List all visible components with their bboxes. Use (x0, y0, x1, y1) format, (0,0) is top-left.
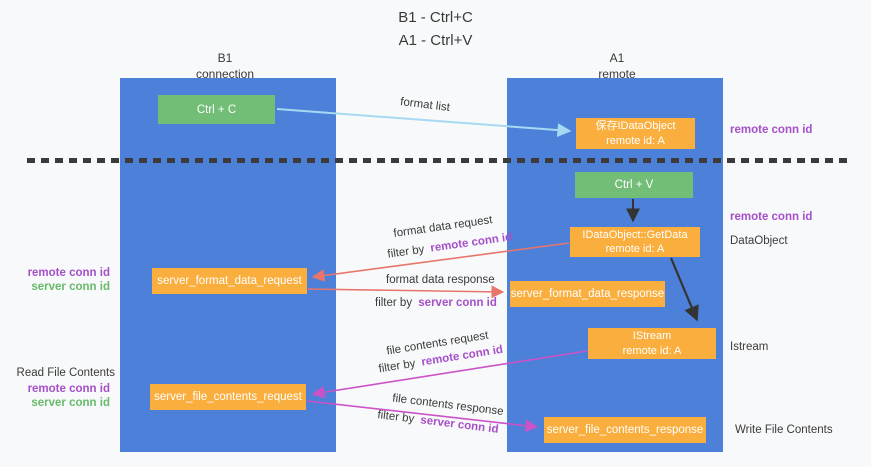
diagram-title: B1 - Ctrl+C A1 - Ctrl+V (0, 7, 871, 52)
lane-a1-role: remote (598, 67, 636, 82)
server-conn-id-text: server conn id (418, 297, 497, 309)
title-line-2: A1 - Ctrl+V (398, 31, 473, 49)
label-format-data-response: format data response (386, 274, 495, 286)
left-label-remote-conn-id-2: remote conn id (27, 383, 110, 395)
node-istream: IStream remote id: A (588, 328, 716, 359)
node-istream-title: IStream (632, 330, 672, 343)
lane-a1-name: A1 (609, 51, 625, 65)
node-save-idataobject-title: 保存IDataObject (595, 120, 676, 133)
node-getdata-remote-id: remote id: A (605, 243, 665, 255)
filter-by-text: filter by (377, 357, 417, 376)
left-label-server-conn-id-2: server conn id (31, 397, 110, 409)
title-line-1: B1 - Ctrl+C (398, 9, 473, 26)
right-label-remote-conn-id-1: remote conn id (730, 124, 813, 136)
remote-conn-id-text: remote conn id (429, 231, 513, 255)
node-getdata-title: IDataObject::GetData (582, 228, 688, 241)
filter-by-text: filter by (386, 243, 426, 261)
lane-b1-name: B1 (217, 51, 233, 65)
node-save-idataobject: 保存IDataObject remote id: A (576, 118, 695, 149)
dashed-separator-line (27, 158, 848, 163)
lane-header-a1: A1 remote (552, 50, 682, 82)
format-data-response-arrow (307, 285, 505, 299)
right-label-write-file-contents: Write File Contents (735, 424, 833, 436)
lane-header-b1: B1 connection (160, 50, 290, 82)
label-format-list: format list (399, 96, 451, 114)
filter-by-text: filter by (375, 297, 413, 309)
node-server-file-contents-response: server_file_contents_response (544, 417, 706, 443)
right-label-dataobject: DataObject (730, 235, 788, 247)
node-istream-remote-id: remote id: A (622, 344, 682, 357)
server-conn-id-text: server conn id (419, 414, 500, 436)
node-server-format-data-response: server_format_data_response (510, 281, 665, 307)
lane-b1-role: connection (195, 67, 255, 82)
right-label-istream: Istream (730, 341, 769, 353)
left-label-remote-conn-id-1: remote conn id (27, 267, 110, 279)
node-ctrl-c: Ctrl + C (158, 95, 275, 124)
filter-by-text: filter by (376, 409, 415, 426)
node-server-file-contents-request: server_file_contents_request (150, 384, 306, 410)
node-server-format-data-request: server_format_data_request (152, 268, 307, 294)
node-idataobject-getdata: IDataObject::GetData remote id: A (570, 227, 700, 257)
left-label-read-file-contents: Read File Contents (16, 367, 115, 379)
node-save-idataobject-remote-id: remote id: A (606, 134, 665, 147)
right-label-remote-conn-id-2: remote conn id (730, 211, 813, 223)
label-filter-server-1: filter by server conn id (375, 297, 497, 309)
node-ctrl-v: Ctrl + V (575, 172, 693, 198)
left-label-server-conn-id-1: server conn id (31, 281, 110, 293)
